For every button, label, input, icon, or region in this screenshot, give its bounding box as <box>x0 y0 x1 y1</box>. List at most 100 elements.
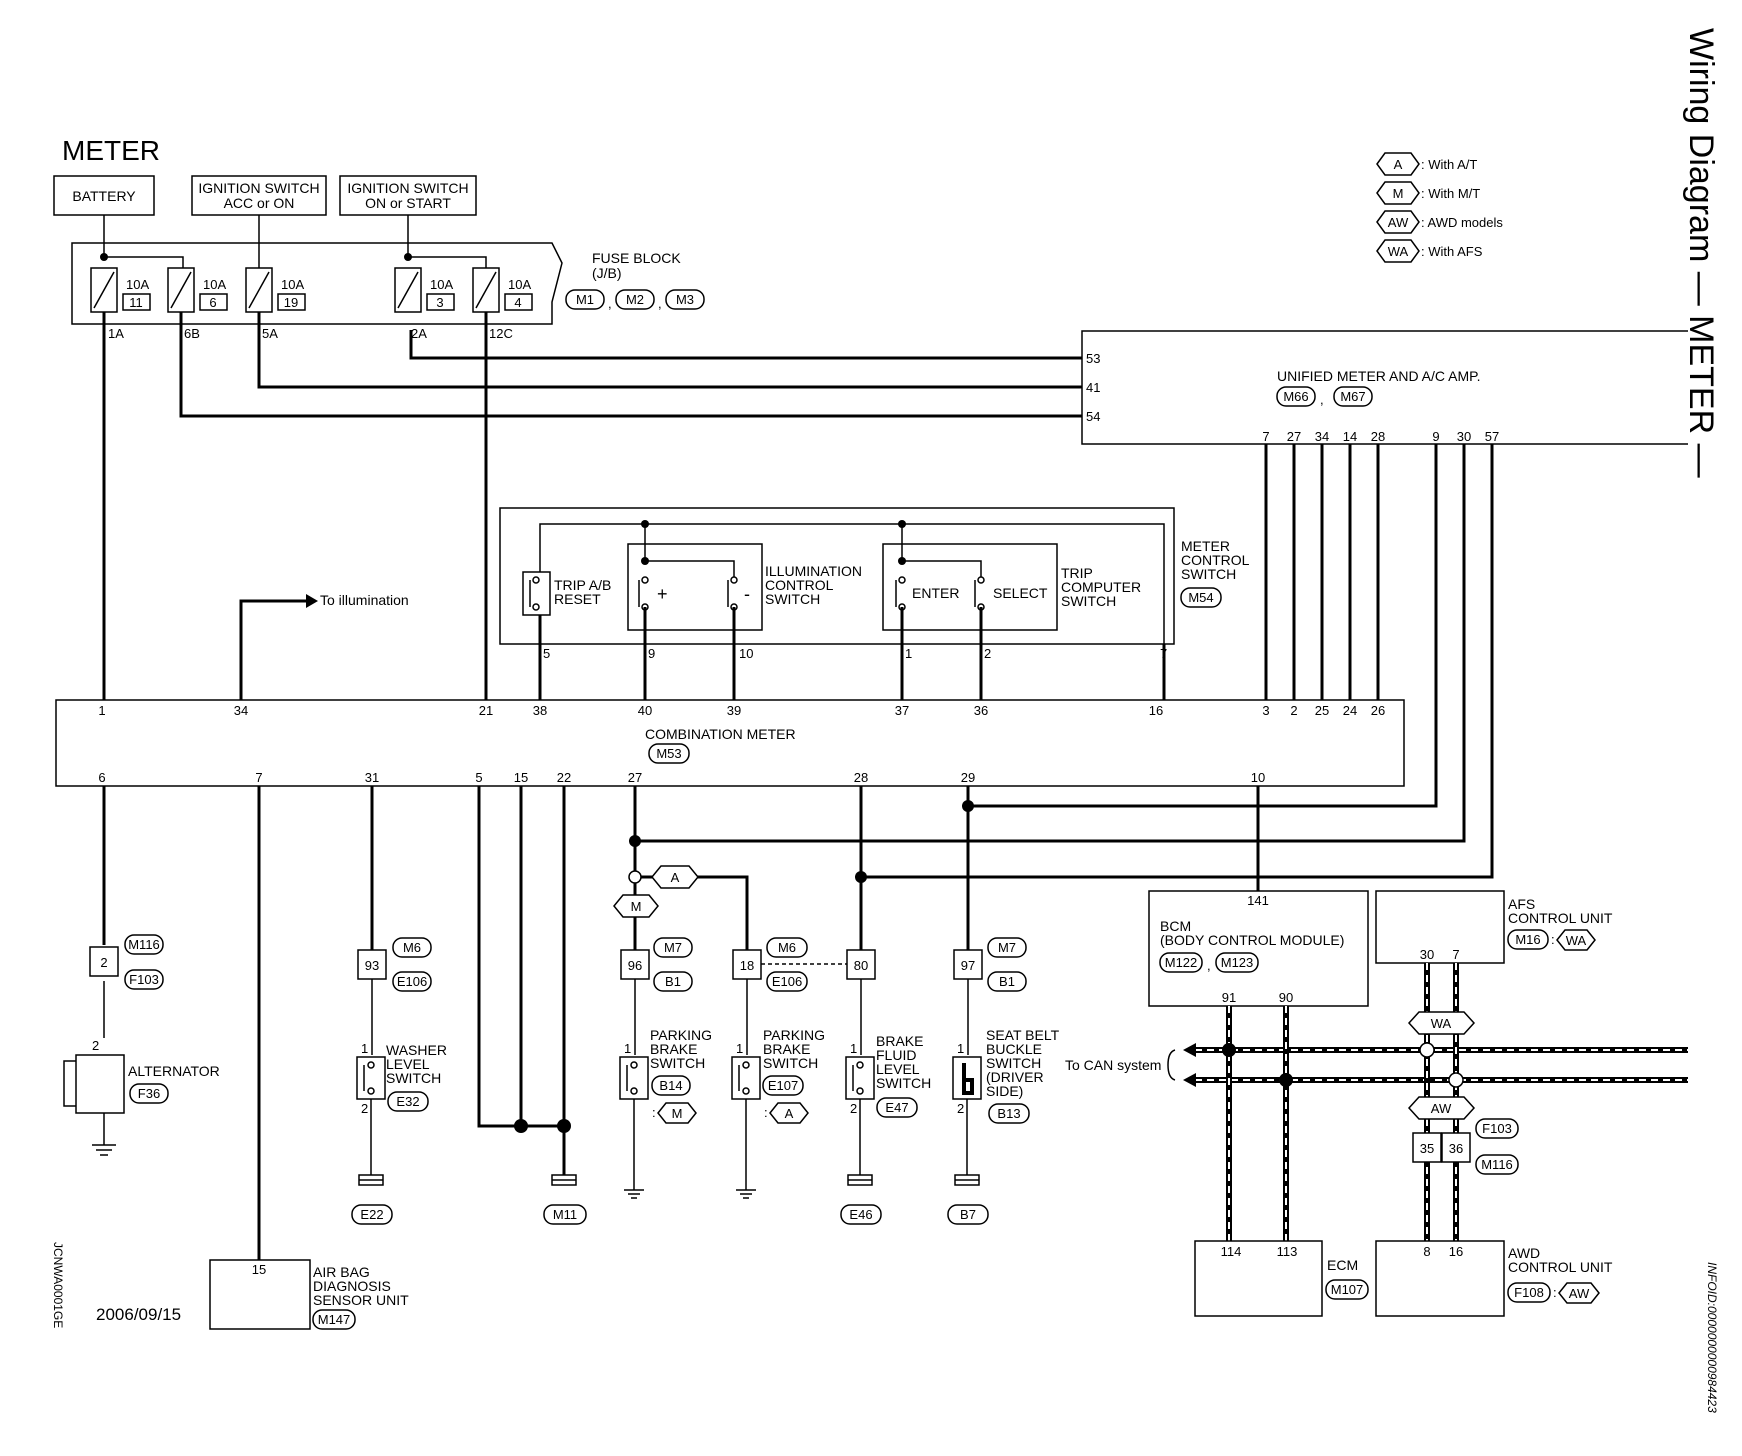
svg-text:2: 2 <box>1290 703 1297 718</box>
ground-icon <box>736 1189 756 1199</box>
svg-text:27: 27 <box>1287 429 1301 444</box>
svg-text:AFS: AFS <box>1508 896 1535 912</box>
svg-text:SWITCH: SWITCH <box>1061 593 1116 609</box>
svg-text:1: 1 <box>850 1041 857 1056</box>
svg-text:41: 41 <box>1086 380 1100 395</box>
legend-tag-shape <box>1376 239 1420 263</box>
ground-icon <box>954 1174 980 1186</box>
connector-tag <box>1507 929 1549 950</box>
svg-text:39: 39 <box>727 703 741 718</box>
svg-text:M147: M147 <box>318 1312 351 1327</box>
svg-text:15: 15 <box>514 770 528 785</box>
connector-tag <box>615 289 655 310</box>
svg-text:DIAGNOSIS: DIAGNOSIS <box>313 1278 391 1294</box>
connector-tag <box>392 937 432 958</box>
connector-label: M2 <box>626 292 644 307</box>
connector-tag <box>987 937 1027 958</box>
combination-meter-bottom-pins: 6 7 31 5 15 22 27 28 29 10 <box>98 770 1265 785</box>
connector-tag <box>665 289 705 310</box>
svg-text:SWITCH: SWITCH <box>1181 566 1236 582</box>
bcm-box <box>1148 890 1369 1007</box>
svg-text:21: 21 <box>479 703 493 718</box>
svg-text:54: 54 <box>1086 409 1100 424</box>
connector-tag <box>1215 952 1259 973</box>
svg-text:BCM: BCM <box>1160 918 1191 934</box>
svg-text:SWITCH: SWITCH <box>650 1055 705 1071</box>
connector-tag <box>1475 1118 1519 1139</box>
svg-text:WASHER: WASHER <box>386 1042 447 1058</box>
svg-text:36: 36 <box>974 703 988 718</box>
svg-text:5A: 5A <box>262 326 278 341</box>
svg-text:FLUID: FLUID <box>876 1047 916 1063</box>
awd-box <box>1375 1240 1505 1317</box>
connector-tag <box>653 971 693 992</box>
ignition-acc-box <box>191 175 327 216</box>
svg-text:SENSOR UNIT: SENSOR UNIT <box>313 1292 409 1308</box>
svg-text:1: 1 <box>957 1041 964 1056</box>
connector-tag <box>988 1103 1030 1124</box>
side-title: Wiring Diagram — METER — <box>1682 28 1720 478</box>
svg-text:WA: WA <box>1431 1016 1452 1031</box>
ignition-acc-label-2: ACC or ON <box>224 195 295 211</box>
ground-icon <box>358 1174 384 1186</box>
fuse-11: 10A 11 1A <box>90 267 151 341</box>
svg-text:11: 11 <box>129 295 143 310</box>
svg-text:1A: 1A <box>108 326 124 341</box>
svg-text:AW: AW <box>1569 1286 1590 1301</box>
fuse-block-label-2: (J/B) <box>592 265 622 281</box>
svg-text:3: 3 <box>1262 703 1269 718</box>
branch-tag-m <box>613 894 659 918</box>
variant-tag-aw <box>1558 1282 1600 1304</box>
svg-text:19: 19 <box>284 295 298 310</box>
svg-text:M7: M7 <box>664 940 682 955</box>
svg-text:24: 24 <box>1343 703 1357 718</box>
svg-text:M54: M54 <box>1188 590 1213 605</box>
svg-text:(BODY CONTROL MODULE): (BODY CONTROL MODULE) <box>1160 932 1344 948</box>
svg-text:3: 3 <box>436 295 443 310</box>
svg-text:29: 29 <box>961 770 975 785</box>
svg-text:M53: M53 <box>656 746 681 761</box>
fuse-6: 10A 6 6B <box>167 267 228 341</box>
svg-text:2: 2 <box>957 1101 964 1116</box>
svg-text:9: 9 <box>648 646 655 661</box>
connector-tag <box>124 934 164 955</box>
svg-text:M107: M107 <box>1331 1282 1364 1297</box>
svg-text:31: 31 <box>365 770 379 785</box>
connector-tag <box>766 971 808 992</box>
svg-text::: : <box>764 1105 768 1120</box>
svg-text:6B: 6B <box>184 326 200 341</box>
ignition-on-label: IGNITION SWITCH <box>347 180 468 196</box>
svg-text:SELECT: SELECT <box>993 585 1048 601</box>
svg-text:10: 10 <box>1251 770 1265 785</box>
svg-text:37: 37 <box>895 703 909 718</box>
svg-text:26: 26 <box>1371 703 1385 718</box>
svg-text:E47: E47 <box>885 1100 908 1115</box>
svg-text:4: 4 <box>514 295 521 310</box>
svg-text:B1: B1 <box>665 974 681 989</box>
can-junction-36 <box>1441 1132 1471 1163</box>
svg-text:COMPUTER: COMPUTER <box>1061 579 1141 595</box>
svg-text:(DRIVER: (DRIVER <box>986 1069 1044 1085</box>
side-code: JCNWA0001GE <box>51 1242 65 1328</box>
connector-tag <box>1159 952 1203 973</box>
legend-tag-shape <box>1376 181 1420 205</box>
svg-text:BUCKLE: BUCKLE <box>986 1041 1042 1057</box>
svg-text:8: 8 <box>1423 1244 1430 1259</box>
svg-text:SWITCH: SWITCH <box>986 1055 1041 1071</box>
svg-text:57: 57 <box>1485 429 1499 444</box>
svg-text:ALTERNATOR: ALTERNATOR <box>128 1063 220 1079</box>
battery-label: BATTERY <box>72 188 136 204</box>
svg-text:M11: M11 <box>553 1207 577 1222</box>
svg-text:E106: E106 <box>397 974 427 989</box>
arrow-right-icon <box>306 594 318 608</box>
connector-tag <box>565 289 605 310</box>
svg-text:7: 7 <box>1262 429 1269 444</box>
svg-text:,: , <box>608 296 612 311</box>
page-title: METER <box>62 135 160 166</box>
connector-tag <box>651 1075 691 1096</box>
fuse-4: 10A 4 12C <box>472 267 533 341</box>
alternator-symbol <box>63 1060 76 1107</box>
seat-belt-junction <box>953 949 983 980</box>
ground-icon <box>847 1174 873 1186</box>
